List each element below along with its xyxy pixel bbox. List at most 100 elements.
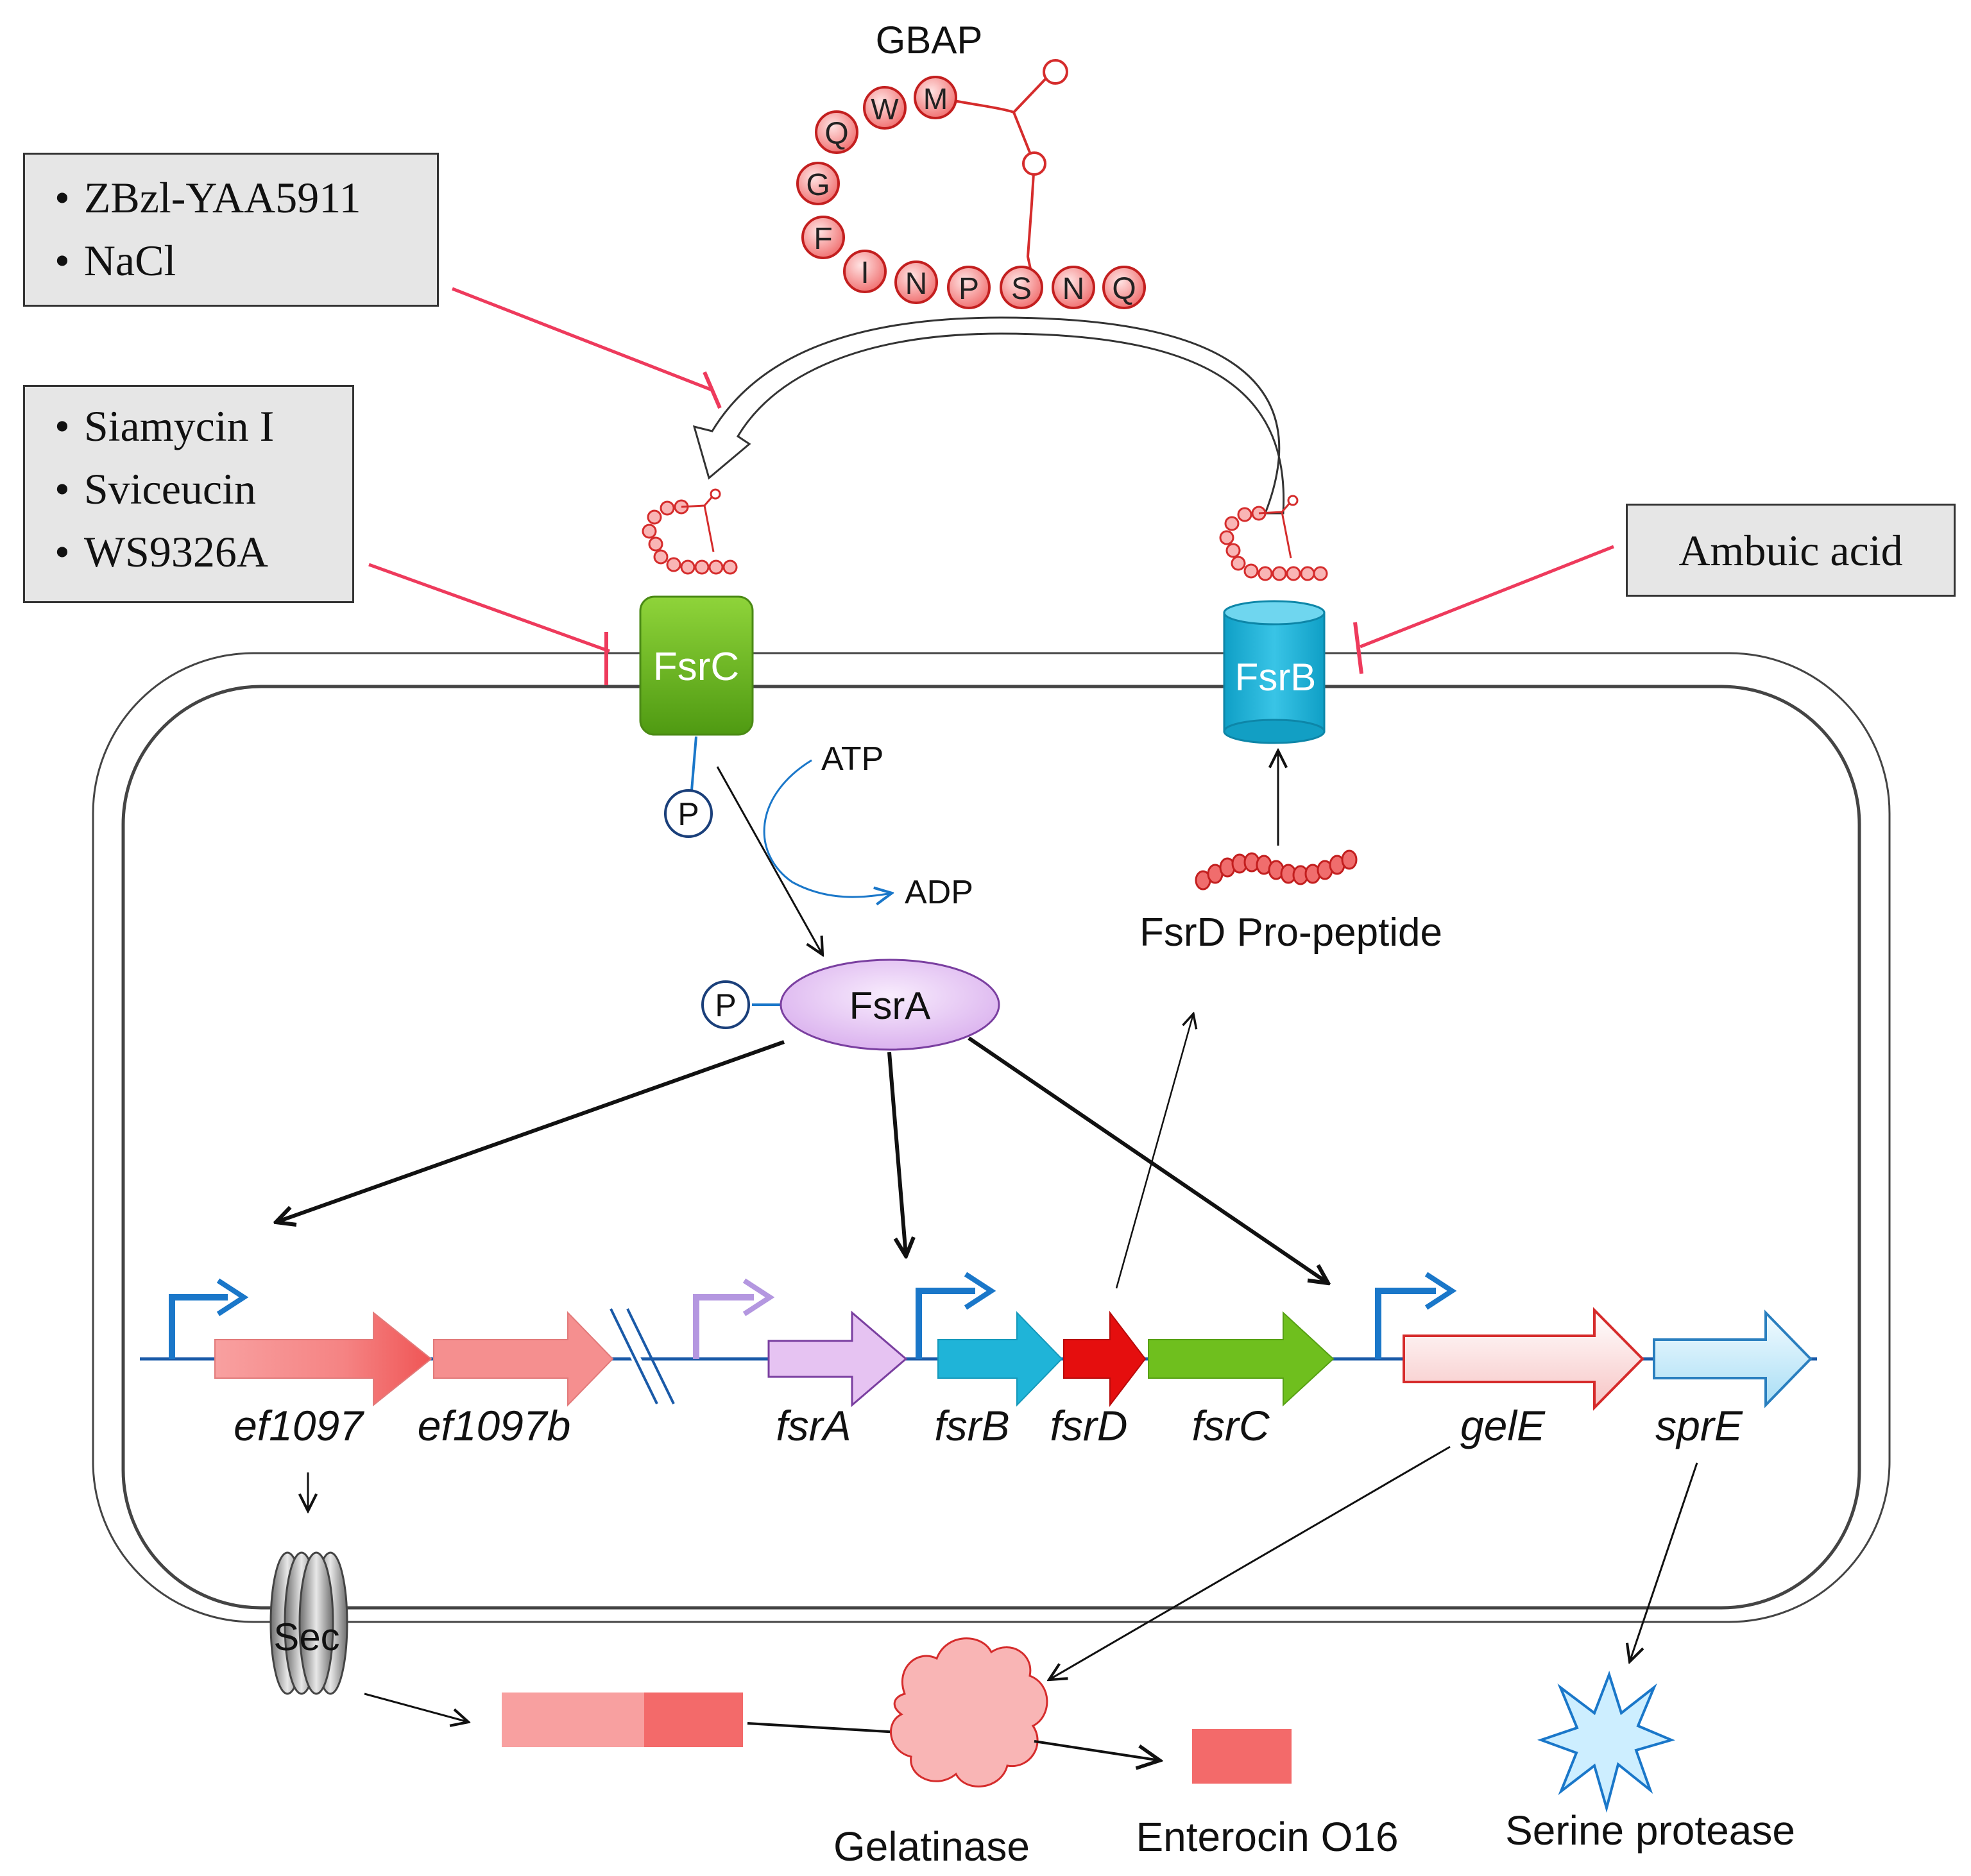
inhibitor-nacl: NaCl (55, 229, 437, 292)
peptide-residue-W: W (863, 86, 907, 130)
adp-label: ADP (905, 874, 973, 911)
gene-fsrC-arrow (1148, 1311, 1335, 1407)
gene-ef1097b-arrow (433, 1311, 614, 1407)
fsra-label: FsrA (849, 984, 931, 1027)
fsrb-transporter (1223, 600, 1326, 744)
gbap-recycle-arrow (692, 316, 1285, 515)
peptide-residue-F: F (801, 216, 845, 259)
inhibit-fsrb-line (1360, 545, 1614, 649)
gene-label-fsrC: fsrC (1192, 1402, 1270, 1449)
serine-protease-label: Serine protease (1505, 1807, 1795, 1854)
inhibitor-box-fsrc: Siamycin I Sviceucin WS9326A (23, 385, 354, 603)
phospho-label-fsra: P (715, 987, 736, 1023)
svg-text:P: P (959, 272, 979, 306)
serine-protease-star (1537, 1670, 1675, 1813)
enterocin-mature (1192, 1729, 1292, 1784)
promoter-gelE (1375, 1272, 1457, 1359)
inhibit-gbap-line (452, 287, 713, 392)
promoter-fsrB (916, 1272, 996, 1359)
inhibitor-zbzl: ZBzl-YAA5911 (55, 166, 437, 229)
enterocin-precursor-leader (502, 1693, 644, 1747)
peptide-residue-N1: N (894, 260, 938, 304)
gene-fsrD-arrow (1063, 1311, 1147, 1407)
small-gbap-on-fsrb (1219, 495, 1328, 581)
svg-text:Q: Q (824, 117, 848, 151)
svg-text:Q: Q (1112, 272, 1136, 306)
svg-text:N: N (905, 267, 928, 301)
inhibitor-siamycin: Siamycin I (55, 395, 352, 457)
peptide-terminal-node (1043, 59, 1068, 85)
sec-to-propeptide-arrow (364, 1693, 468, 1722)
atp-label: ATP (821, 740, 883, 778)
peptide-residue-S: S (1000, 266, 1043, 309)
fsrd-propeptide-chain (1195, 849, 1358, 891)
gene-fsrA-arrow (767, 1310, 908, 1408)
peptide-residue-Q2: Q (1102, 266, 1146, 309)
sprE-to-protease-arrow (1630, 1462, 1698, 1662)
sec-label: Sec (273, 1616, 339, 1659)
fsrb-label: FsrB (1235, 656, 1317, 699)
inhibitor-box-fsrb: Ambuic acid (1626, 504, 1956, 597)
precursor-processing-line (747, 1722, 899, 1734)
inhibition-lines (368, 287, 1614, 685)
svg-text:F: F (814, 222, 832, 256)
svg-text:W: W (871, 92, 899, 126)
peptide-residue-M: M (914, 76, 957, 119)
svg-text:I: I (860, 256, 869, 290)
gelatinase-cleaves-arrow (1034, 1740, 1160, 1761)
gene-label-fsrA: fsrA (776, 1402, 851, 1449)
inhibit-gbap-bar (703, 371, 722, 409)
inhibitor-sviceucin: Sviceucin (55, 457, 352, 520)
peptide-terminal-node (1022, 151, 1046, 176)
svg-text:G: G (806, 168, 830, 202)
gbap-peptide: Q W M G F I N P S N Q (796, 59, 1146, 309)
peptide-residue-G: G (796, 162, 840, 205)
promoter-fsrA (693, 1278, 775, 1359)
gene-sprE-arrow (1653, 1309, 1813, 1408)
peptide-residue-Q1: Q (815, 110, 858, 154)
atp-to-adp-arrow (763, 759, 892, 897)
gene-gelE-arrow (1403, 1307, 1644, 1411)
inhibit-fsrb-bar (1353, 622, 1363, 674)
dna-break (605, 1306, 675, 1408)
gene-label-fsrB: fsrB (934, 1402, 1009, 1449)
fsrd-propeptide-label: FsrD Pro-peptide (1139, 910, 1442, 955)
fsra-activation-arrows (276, 1036, 1328, 1283)
inhibit-fsrc-line (368, 563, 610, 653)
inhibitor-ws9326a: WS9326A (55, 520, 352, 583)
phospho-label-fsrc: P (678, 796, 699, 832)
promoter-ef1097 (169, 1278, 249, 1359)
inhibitor-ambuic-acid: Ambuic acid (1678, 526, 1903, 575)
gelatinase-label: Gelatinase (833, 1823, 1030, 1870)
fsrc-label: FsrC (653, 645, 739, 689)
sec-channel (269, 1551, 348, 1695)
gene-label-sprE: sprE (1655, 1402, 1743, 1449)
fsrc-receptor (639, 595, 754, 736)
gelatinase-blob (890, 1637, 1048, 1787)
fsrd-gene-to-propeptide-arrow (1115, 1014, 1193, 1289)
gene-label-ef1097b: ef1097b (418, 1402, 571, 1449)
gbap-title: GBAP (876, 19, 983, 62)
outer-membrane (92, 652, 1891, 1623)
peptide-residue-N2: N (1052, 266, 1095, 309)
fsra-regulator (780, 959, 1000, 1051)
fsrc-phospho-tether (690, 736, 697, 791)
enterocin-precursor-core (644, 1693, 743, 1747)
inner-membrane (121, 685, 1861, 1610)
svg-text:M: M (923, 82, 948, 115)
enterocin-label: Enterocin O16 (1136, 1814, 1398, 1860)
phospho-circle-fsra (701, 980, 750, 1029)
peptide-residue-I: I (843, 250, 887, 293)
svg-text:S: S (1011, 272, 1032, 306)
gelE-to-gelatinase-arrow (1049, 1445, 1451, 1680)
gene-label-fsrD: fsrD (1050, 1402, 1128, 1449)
svg-text:N: N (1062, 272, 1085, 306)
small-gbap-on-fsrc (642, 488, 738, 575)
inhibitor-box-gbap: ZBzl-YAA5911 NaCl (23, 153, 439, 307)
gene-ef1097-arrow (214, 1311, 432, 1407)
gene-label-ef1097: ef1097 (234, 1402, 364, 1449)
gene-fsrB-arrow (937, 1311, 1063, 1407)
gene-label-gelE: gelE (1460, 1402, 1546, 1449)
fsrc-to-fsra-arrow (716, 766, 823, 955)
